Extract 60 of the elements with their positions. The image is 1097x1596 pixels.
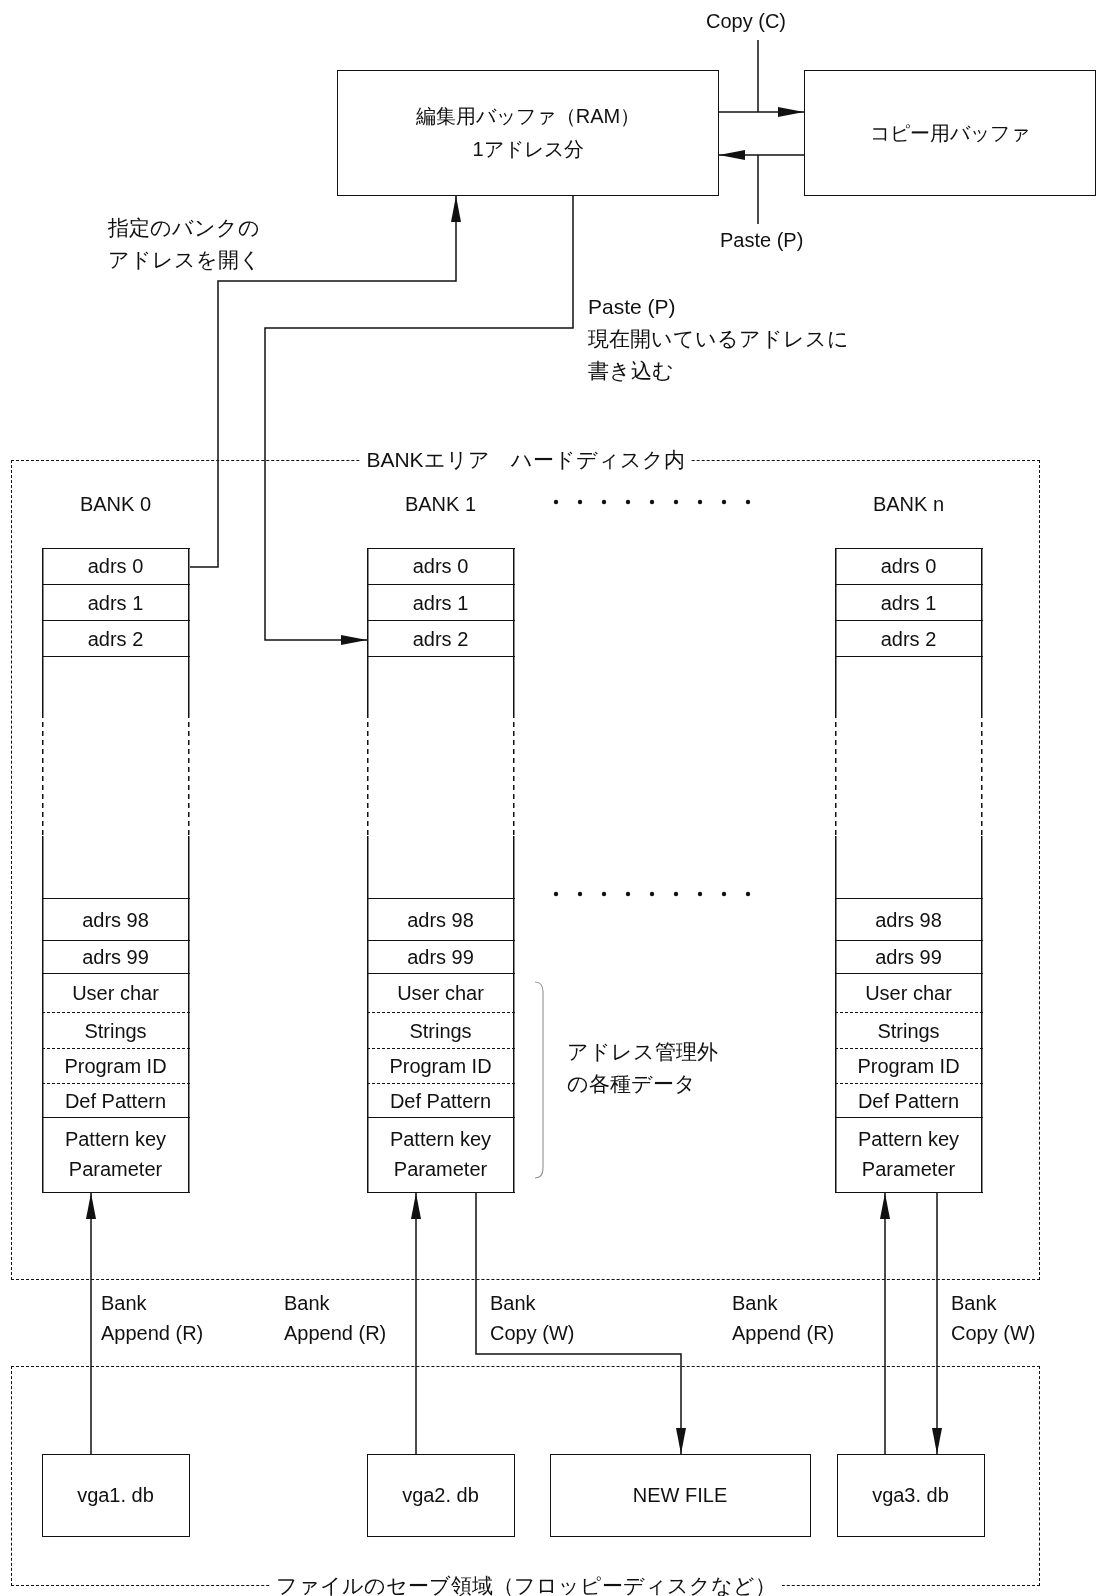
buffer-box bbox=[337, 70, 719, 196]
cell-label: adrs 1 bbox=[87, 590, 144, 616]
memory-cell bbox=[366, 898, 515, 941]
buffer-box bbox=[804, 70, 1096, 196]
cell-label: adrs 99 bbox=[407, 945, 474, 970]
box-label: 編集用バッファ（RAM） bbox=[415, 104, 641, 129]
memory-cell bbox=[834, 898, 983, 941]
bank-title: BANK 0 bbox=[78, 492, 153, 516]
arrow bbox=[189, 195, 461, 568]
file-box bbox=[836, 1453, 985, 1537]
cell-label: User char bbox=[397, 981, 484, 1006]
cell-label: Strings bbox=[409, 1018, 472, 1044]
arrow bbox=[411, 1192, 421, 1455]
box-label: vga1. db bbox=[77, 1482, 154, 1508]
cell-label: Pattern key Parameter bbox=[388, 1127, 493, 1182]
cell-label: adrs 98 bbox=[82, 907, 149, 933]
cell-label: adrs 1 bbox=[880, 590, 937, 616]
file-box bbox=[549, 1453, 811, 1537]
cell-label: adrs 98 bbox=[407, 907, 474, 933]
arrow bbox=[86, 1192, 96, 1455]
box-label: vga2. db bbox=[402, 1482, 479, 1508]
arrow bbox=[718, 150, 805, 160]
cell-label: adrs 98 bbox=[875, 907, 942, 933]
cell-label: Def Pattern bbox=[389, 1088, 492, 1114]
cell-label: adrs 0 bbox=[87, 553, 144, 579]
cell-label: Def Pattern bbox=[64, 1088, 167, 1114]
cell-label: adrs 0 bbox=[880, 553, 937, 579]
bank-title: BANK n bbox=[871, 492, 946, 516]
arrow bbox=[932, 1192, 942, 1455]
cell-label: Pattern key Parameter bbox=[63, 1127, 168, 1182]
cell-label: adrs 0 bbox=[412, 553, 469, 579]
arrow bbox=[718, 107, 805, 117]
arrow bbox=[475, 1192, 686, 1455]
box-label: コピー用バッファ bbox=[870, 120, 1030, 146]
bank-title: BANK 1 bbox=[403, 492, 478, 516]
file-box bbox=[41, 1453, 190, 1537]
cell-label: Strings bbox=[84, 1018, 147, 1044]
cell-label: Pattern key Parameter bbox=[856, 1127, 961, 1182]
cell-label: adrs 99 bbox=[875, 945, 942, 970]
region-title: BANKエリア ハードディスク内 bbox=[360, 448, 691, 471]
cell-label: adrs 2 bbox=[880, 626, 937, 652]
file-box bbox=[366, 1453, 515, 1537]
cell-label: adrs 1 bbox=[412, 590, 469, 616]
box-label: 1アドレス分 bbox=[472, 137, 584, 162]
region-title: ファイルのセーブ領域（フロッピーディスクなど） bbox=[269, 1574, 782, 1596]
box-label: NEW FILE bbox=[632, 1482, 728, 1508]
cell-label: Strings bbox=[877, 1018, 940, 1044]
cell-label: adrs 2 bbox=[412, 626, 469, 652]
cell-label: User char bbox=[72, 981, 159, 1006]
cell-label: adrs 99 bbox=[82, 945, 149, 970]
cell-label: User char bbox=[865, 981, 952, 1006]
cell-label: adrs 2 bbox=[87, 626, 144, 652]
cell-label: Def Pattern bbox=[857, 1088, 960, 1114]
memory-cell bbox=[41, 898, 190, 941]
cell-label: Program ID bbox=[857, 1054, 960, 1079]
arrow bbox=[264, 195, 574, 645]
cell-label: Program ID bbox=[389, 1054, 492, 1079]
box-label: vga3. db bbox=[872, 1482, 949, 1508]
arrow bbox=[880, 1192, 890, 1455]
cell-label: Program ID bbox=[64, 1054, 167, 1079]
